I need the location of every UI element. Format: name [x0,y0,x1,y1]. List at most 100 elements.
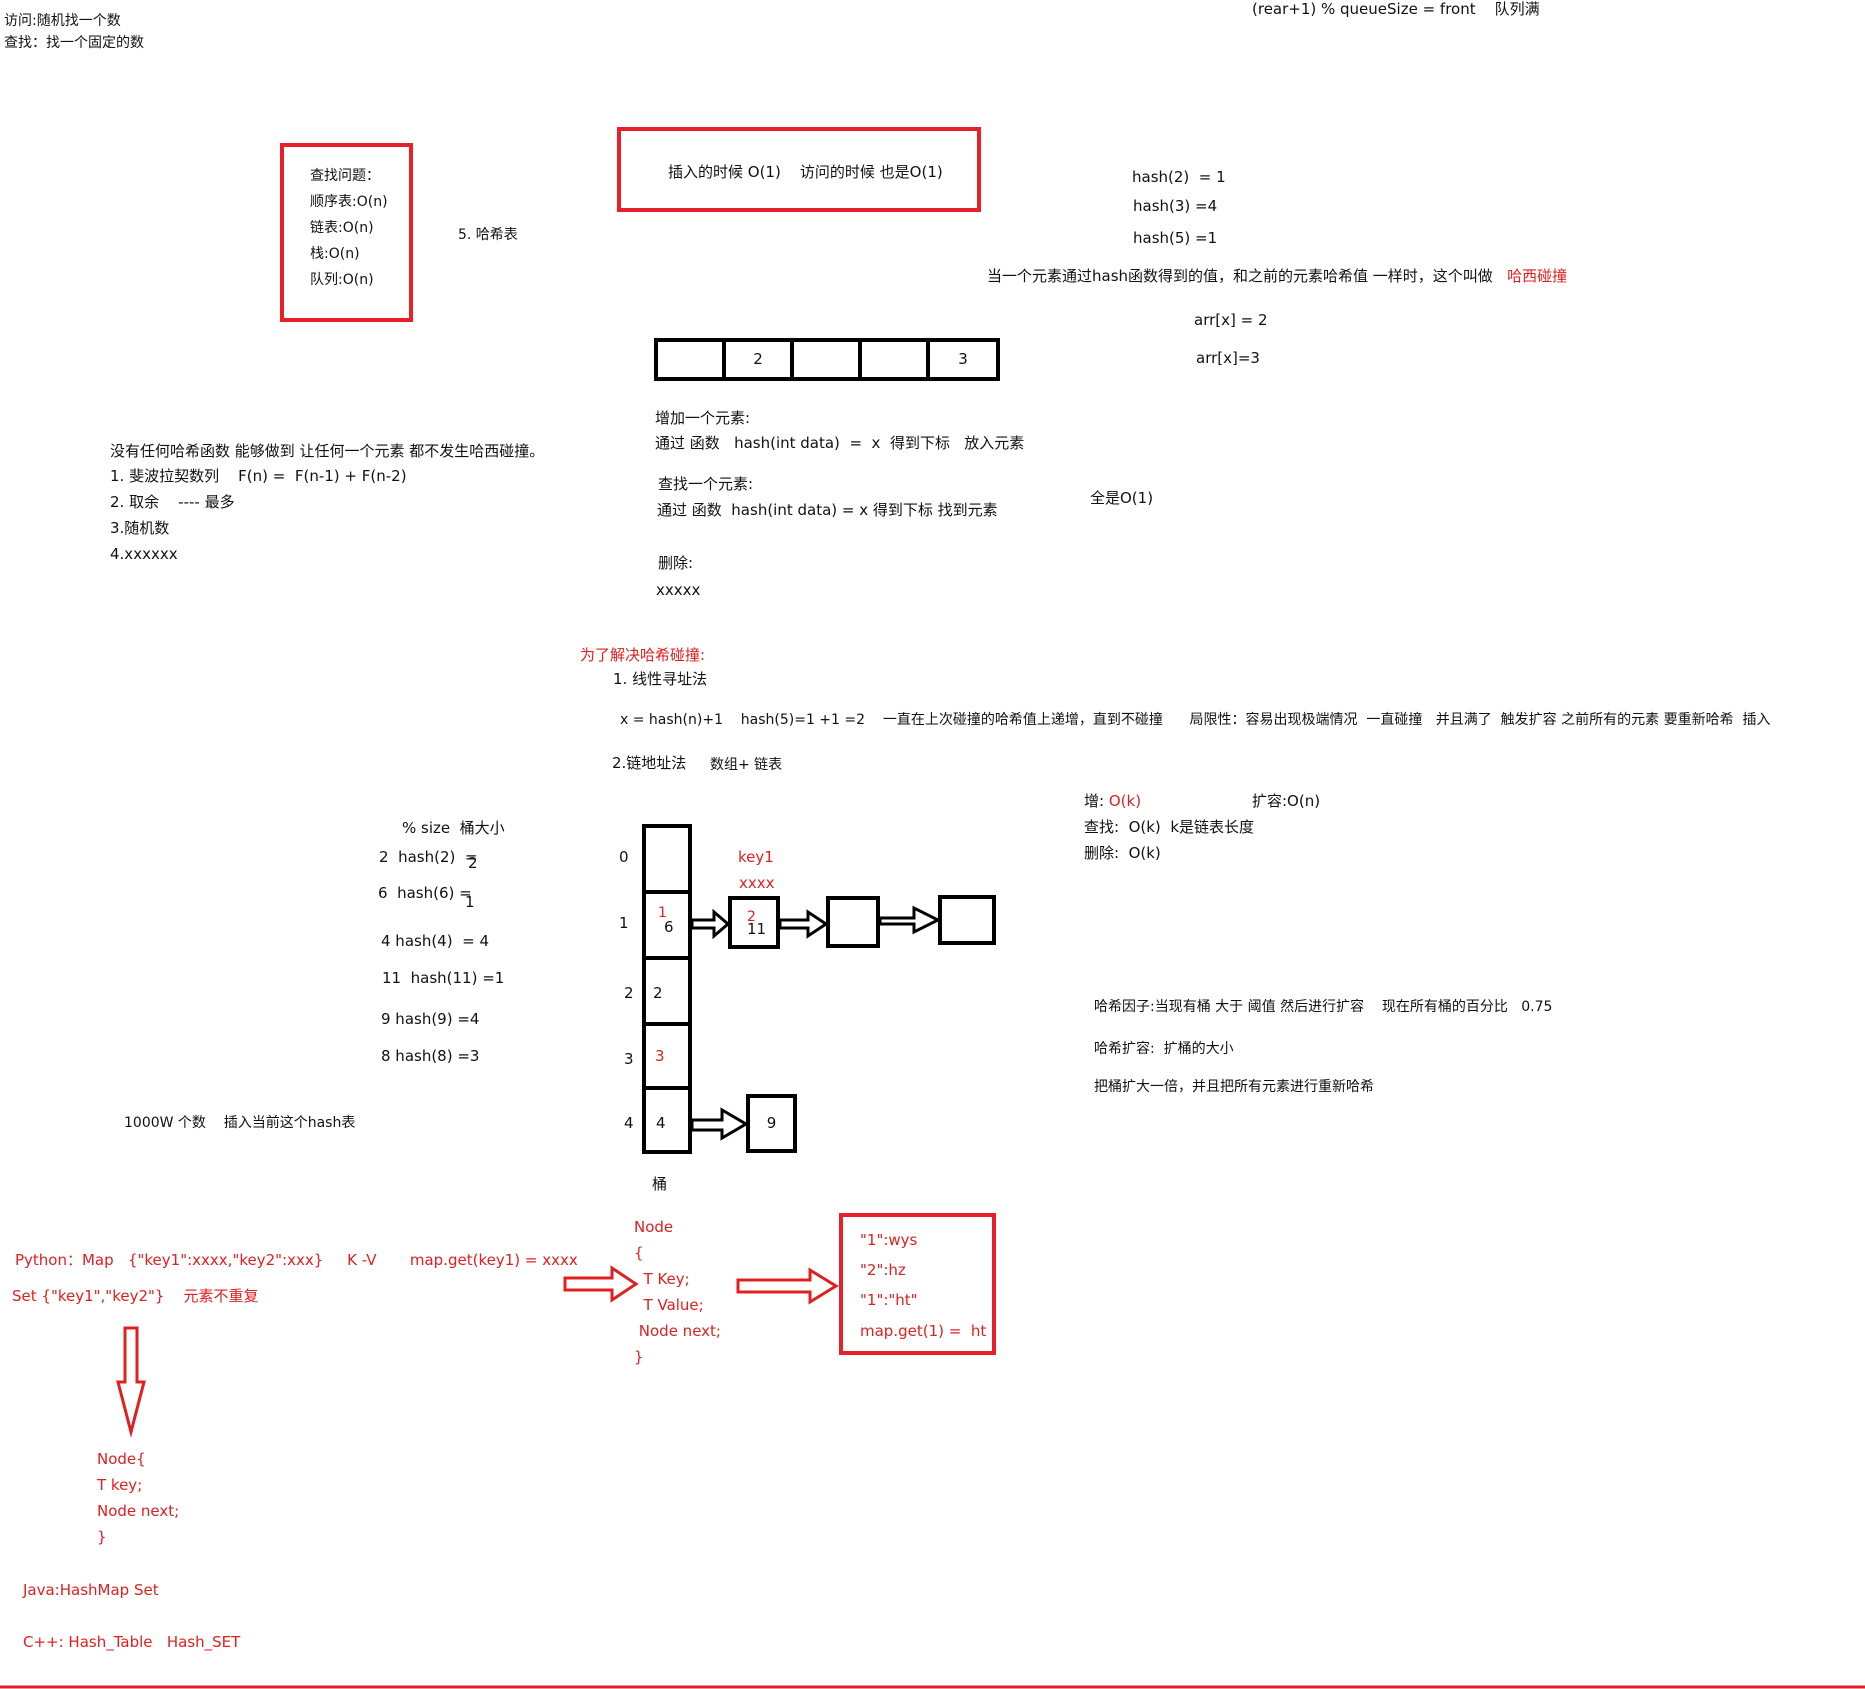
chain-node-red: 2 [747,909,756,925]
map-entry: "2":hz [860,1261,906,1279]
search-box-item: 栈:O(n) [310,246,360,262]
java-note: Java:HashMap Set [23,1581,159,1599]
chain-arrow [778,909,829,939]
hash-table-heading: 5. 哈希表 [458,227,518,243]
mod-result: 2 [468,854,478,872]
search-problem-box [280,143,413,322]
node-struct-line: T key; [97,1476,143,1494]
mod-line: 11 hash(11) =1 [382,969,505,987]
op-delete-desc: xxxxx [656,581,701,599]
bucket-index: 4 [624,1114,634,1132]
chain-arrow [690,908,731,940]
chain-arrow [690,1107,749,1141]
bucket-index: 1 [619,914,629,932]
search-box-item: 队列:O(n) [310,272,374,288]
node-struct-mid-line: } [634,1348,644,1366]
python-map-line: Python：Map {"key1":xxxx,"key2":xxx} K -V… [15,1251,578,1269]
mod-line: 2 hash(2) = [379,848,478,866]
red-arrow [736,1267,839,1305]
complexity-add-value: O(k) [1108,792,1142,810]
node-struct-mid-line: Node [634,1218,674,1236]
note-visit: 访问:随机找一个数 [4,13,121,29]
node-struct-mid-line: T Value; [634,1296,704,1314]
key-label: key1 [738,848,774,866]
search-box-title: 查找问题： [310,168,380,184]
complexity-delete: 删除: O(k) [1084,844,1161,862]
bucket-index: 3 [624,1050,634,1068]
bucket-cell: 4 [642,1086,692,1154]
mod-line: 8 hash(8) =3 [381,1047,480,1065]
op-find-desc: 通过 函数 hash(int data) = x 得到下标 找到元素 [657,501,998,519]
bucket-value: 3 [655,1047,665,1065]
bucket-value: 4 [656,1114,666,1132]
no-perfect-hash-item: 4.xxxxxx [110,545,178,563]
map-entry: "1":wys [860,1231,918,1249]
no-perfect-hash-item: 1. 斐波拉契数列 F(n) = F(n-1) + F(n-2) [110,467,407,485]
array-cell: 3 [926,338,1000,381]
node-struct-line: } [97,1528,107,1546]
op-add-title: 增加一个元素: [655,409,751,427]
node-struct-mid-line: Node next; [634,1322,721,1340]
load-factor-line: 哈希因子:当现有桶 大于 阈值 然后进行扩容 现在所有桶的百分比 0.75 [1094,999,1553,1015]
chain-arrow [878,905,942,935]
key-value: xxxx [739,874,775,892]
queue-full-note: (rear+1) % queueSize = front 队列满 [1252,0,1540,18]
chain-node: 9 [746,1094,797,1153]
hash-example: hash(3) =4 [1133,197,1218,215]
hash-example: hash(5) =1 [1133,229,1218,247]
map-entry: "1":"ht" [860,1291,918,1309]
search-box-item: 顺序表:O(n) [310,194,388,210]
chain-node: 2 11 [728,896,780,949]
bucket-cell: 2 [642,956,692,1026]
node-struct-mid-line: { [634,1244,644,1262]
arr-example: arr[x] = 2 [1194,311,1268,329]
op-add-desc: 通过 函数 hash(int data) = x 得到下标 放入元素 [655,434,1025,452]
complexity-add-label: 增: [1084,792,1105,810]
op-find-title: 查找一个元素: [658,475,754,493]
array-cell [858,338,930,381]
complexity-find: 查找: O(k) k是链表长度 [1084,818,1255,836]
load-factor-line: 把桶扩大一倍，并且把所有元素进行重新哈希 [1094,1079,1374,1095]
collision-sentence: 当一个元素通过hash函数得到的值，和之前的元素哈希值 一样时，这个叫做 哈西碰… [987,267,1567,285]
note-find: 查找：找一个固定的数 [4,35,144,51]
red-down-arrow [116,1326,146,1438]
insert-complexity-text: 插入的时候 O(1) 访问的时候 也是O(1) [668,163,943,181]
linear-probing-title: 1. 线性寻址法 [613,670,708,688]
array-cell [654,338,726,381]
no-perfect-hash-item: 2. 取余 ---- 最多 [110,493,235,511]
node-struct-line: Node next; [97,1502,180,1520]
chain-node-value: 11 [747,920,767,938]
mod-title: % size 桶大小 [402,819,505,837]
bucket-red-mark: 1 [658,905,667,921]
arr-example: arr[x]=3 [1196,349,1260,367]
map-entry: map.get(1) = ht [860,1322,987,1340]
bucket-index: 2 [624,984,634,1002]
linear-probing-desc: x = hash(n)+1 hash(5)=1 +1 =2 一直在上次碰撞的哈希… [620,712,1771,728]
all-o1-note: 全是O(1) [1090,489,1154,507]
mod-line: 9 hash(9) =4 [381,1010,480,1028]
load-factor-line: 哈希扩容: 扩桶的大小 [1094,1041,1234,1057]
bucket-index: 0 [619,848,629,866]
bucket-cell [642,824,692,894]
collision-term: 哈西碰撞 [1507,267,1568,285]
mod-result: 1 [465,893,475,911]
complexity-add: 增: O(k) [1084,792,1141,810]
node-struct-line: Node{ [97,1450,146,1468]
chaining-title: 2.链地址法 [612,754,687,772]
no-perfect-hash-title: 没有任何哈希函数 能够做到 让任何一个元素 都不发生哈西碰撞。 [110,442,545,460]
chaining-desc: 数组+ 链表 [710,757,783,773]
big-data-note: 1000W 个数 插入当前这个hash表 [124,1115,356,1131]
complexity-expand: 扩容:O(n) [1252,792,1321,810]
resolve-title: 为了解决哈希碰撞: [580,646,706,664]
insert-complexity-box [617,127,981,212]
bucket-value: 2 [653,984,663,1002]
no-perfect-hash-item: 3.随机数 [110,519,170,537]
node-struct-mid-line: T Key; [634,1270,690,1288]
mod-line: 4 hash(4) = 4 [381,932,489,950]
python-set-line: Set {"key1","key2"} 元素不重复 [12,1287,259,1305]
cpp-note: C++: Hash_Table Hash_SET [23,1633,241,1651]
bucket-label: 桶 [652,1175,668,1193]
hash-example: hash(2) = 1 [1132,168,1226,186]
map-example-box [839,1213,996,1355]
